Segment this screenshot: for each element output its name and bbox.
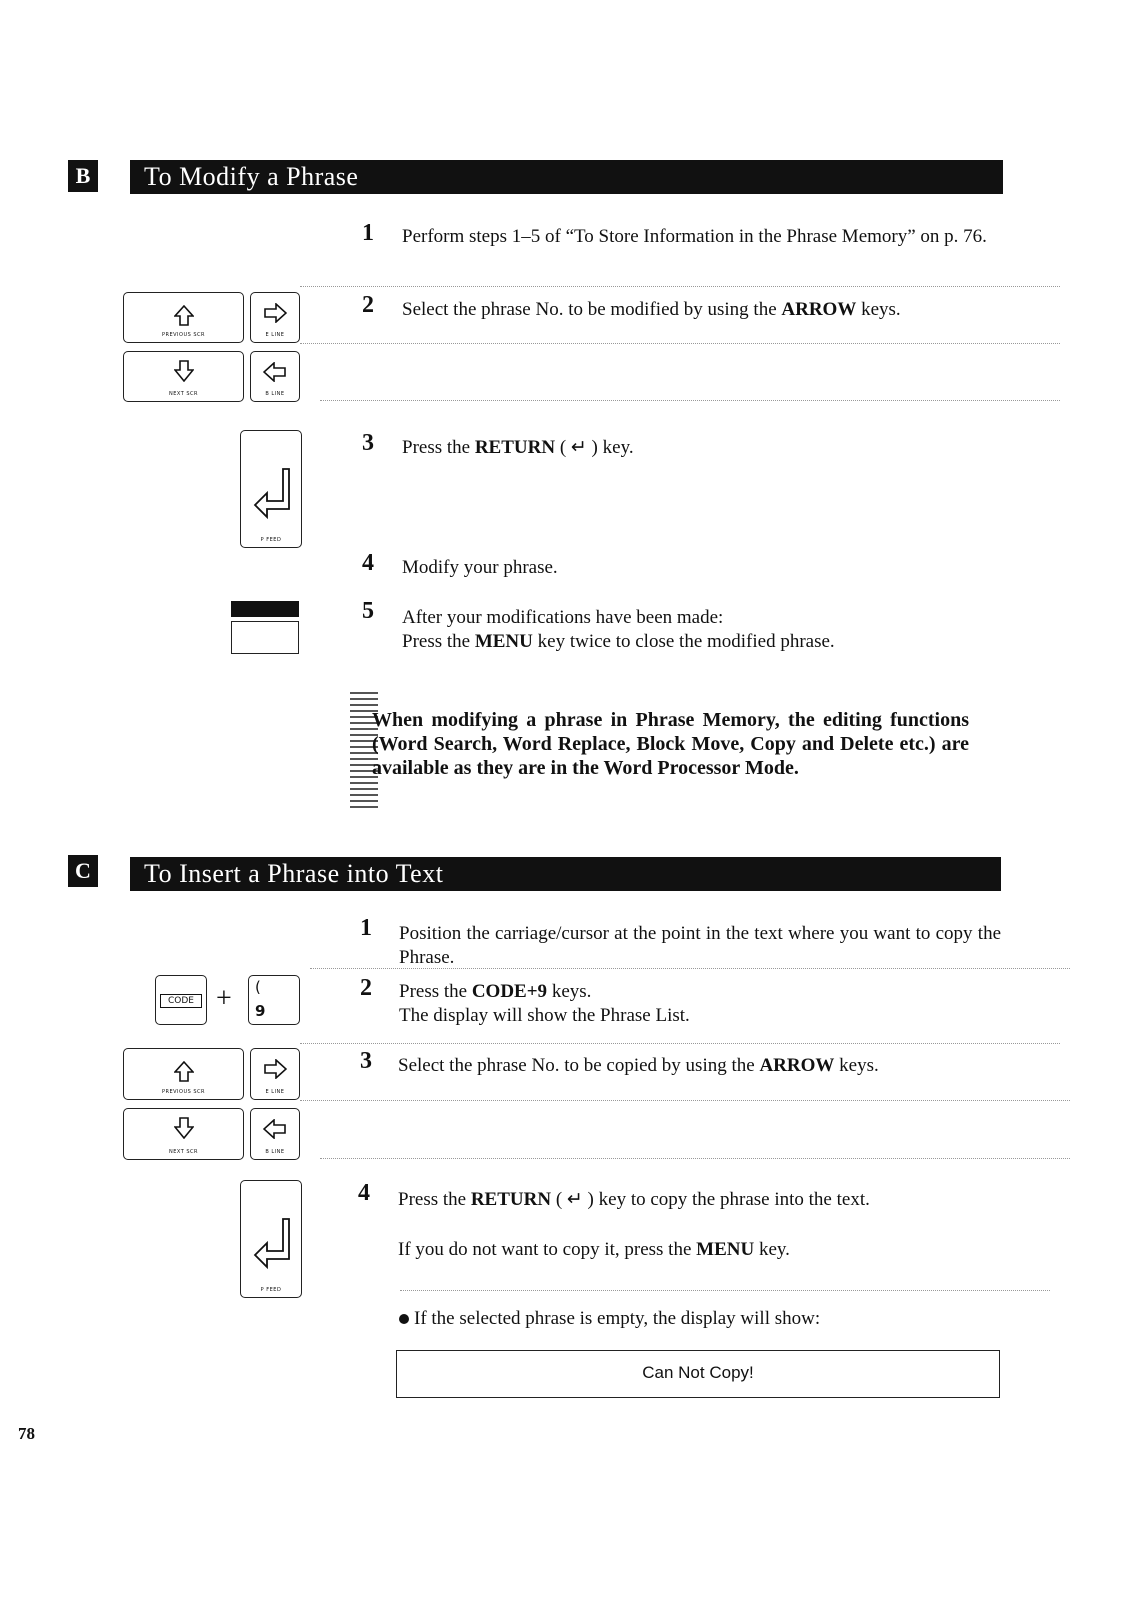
left-arrow-icon: [263, 362, 286, 382]
return-arrow-icon: [253, 468, 290, 519]
step-number: 1: [362, 220, 374, 246]
return-key: P FEED: [240, 430, 302, 548]
note-text: When modifying a phrase in Phrase Memory…: [372, 709, 969, 779]
section-c-title: To Insert a Phrase into Text: [130, 857, 1001, 891]
left-arrow-icon: [263, 1119, 286, 1139]
step-number: 3: [362, 430, 374, 456]
step-number: 2: [360, 975, 372, 1001]
step-number: 4: [362, 550, 374, 576]
return-arrow-icon: [253, 1218, 290, 1269]
divider: [400, 1290, 1050, 1291]
step-text: Modify your phrase.: [402, 557, 558, 578]
step-text: Select the phrase No. to be copied by us…: [398, 1055, 879, 1076]
section-b-title: To Modify a Phrase: [130, 160, 1003, 194]
step-text: Position the carriage/cursor at the poin…: [399, 923, 1001, 968]
code-key: CODE: [155, 975, 207, 1025]
down-arrow-icon: [174, 360, 194, 382]
message-text: Can Not Copy!: [642, 1363, 754, 1382]
divider: [310, 968, 1070, 969]
note-marker: [350, 692, 378, 812]
step-number: 3: [360, 1048, 372, 1074]
step-text: Select the phrase No. to be modified by …: [402, 299, 901, 320]
nine-key: ( 9: [248, 975, 300, 1025]
section-b-letter: B: [68, 160, 98, 192]
up-arrow-key: PREVIOUS SCR: [123, 292, 244, 343]
step-text: Press the RETURN ( ↵ ) key.: [402, 437, 634, 458]
step-number: 5: [362, 598, 374, 624]
key-caption: E LINE: [265, 1089, 285, 1095]
key-caption: PREVIOUS SCR: [161, 1089, 206, 1095]
section-c-letter: C: [68, 855, 98, 887]
key-caption: P FEED: [260, 1287, 282, 1293]
code-key-label: CODE: [160, 994, 202, 1008]
right-arrow-key: E LINE: [250, 292, 300, 343]
down-arrow-icon: [174, 1117, 194, 1139]
divider: [300, 343, 1060, 344]
key-caption: B LINE: [265, 391, 285, 397]
left-arrow-key: B LINE: [250, 351, 300, 402]
menu-key: [231, 601, 299, 654]
divider: [300, 1100, 1070, 1101]
key-caption: B LINE: [265, 1149, 285, 1155]
up-arrow-key: PREVIOUS SCR: [123, 1048, 244, 1100]
bullet-icon: [399, 1314, 409, 1324]
divider: [300, 286, 1060, 287]
step-text: Press the CODE+9 keys.: [399, 981, 592, 1002]
right-arrow-key: E LINE: [250, 1048, 300, 1100]
bullet-text: If the selected phrase is empty, the dis…: [414, 1308, 821, 1329]
key-caption: NEXT SCR: [168, 391, 199, 397]
menu-key-body: [231, 621, 299, 654]
down-arrow-key: NEXT SCR: [123, 1108, 244, 1160]
return-key: P FEED: [240, 1180, 302, 1298]
nine-key-digit: 9: [255, 1002, 266, 1020]
step-text: Press the RETURN ( ↵ ) key to copy the p…: [398, 1189, 870, 1210]
divider: [320, 1158, 1070, 1159]
step-text: Press the MENU key twice to close the mo…: [402, 631, 835, 652]
key-caption: P FEED: [260, 537, 282, 543]
down-arrow-key: NEXT SCR: [123, 351, 244, 402]
step-number: 1: [360, 915, 372, 941]
step-text: After your modifications have been made:: [402, 607, 724, 628]
right-arrow-icon: [264, 303, 287, 323]
key-caption: NEXT SCR: [168, 1149, 199, 1155]
key-caption: E LINE: [265, 332, 285, 338]
nine-key-shift: (: [255, 978, 261, 996]
right-arrow-icon: [264, 1059, 287, 1079]
plus-sign: +: [216, 983, 232, 1014]
step-text: The display will show the Phrase List.: [399, 1005, 690, 1026]
up-arrow-icon: [174, 305, 194, 326]
display-message: Can Not Copy!: [396, 1350, 1000, 1398]
divider: [320, 400, 1060, 401]
step-number: 2: [362, 292, 374, 318]
step-text: If you do not want to copy it, press the…: [398, 1239, 790, 1260]
up-arrow-icon: [174, 1061, 194, 1082]
key-caption: PREVIOUS SCR: [161, 332, 206, 338]
page-number: 78: [18, 1424, 35, 1443]
menu-key-top: [231, 601, 299, 617]
left-arrow-key: B LINE: [250, 1108, 300, 1160]
step-number: 4: [358, 1180, 370, 1206]
divider: [300, 1043, 1060, 1044]
step-text: Perform steps 1–5 of “To Store Informati…: [402, 226, 987, 247]
